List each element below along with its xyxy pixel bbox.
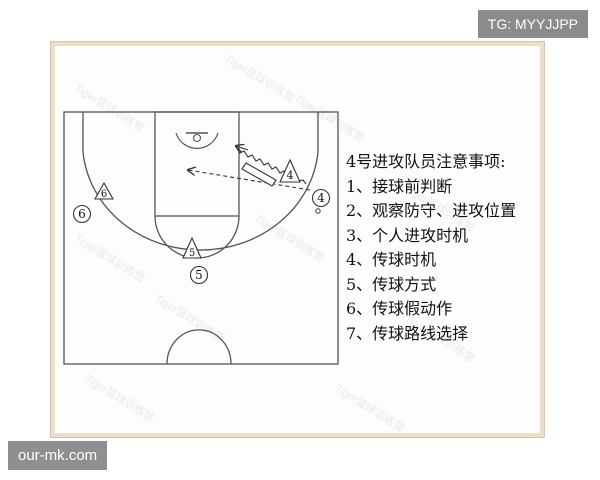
offense-5-label: 5: [195, 268, 203, 282]
note-item: 2、观察防守、进攻位置: [346, 201, 517, 220]
offense-5-marker: [189, 265, 209, 285]
offense-6-marker: [72, 204, 92, 224]
tg-badge: TG: MYYJJPP: [477, 10, 588, 38]
note-item: 3、个人进攻时机: [346, 225, 469, 245]
note-item: 6、传球假动作: [346, 299, 453, 318]
note-item: 1、接球前判断: [346, 176, 453, 196]
defender-4-marker: [279, 158, 301, 183]
offense-6-label: 6: [78, 207, 86, 221]
note-item: 7、传球路线选择: [346, 323, 469, 343]
paint-lane: [154, 111, 240, 217]
defender-4-label: 4: [287, 169, 294, 182]
center-circle: [166, 329, 232, 365]
offense-4-label: 4: [317, 191, 325, 205]
site-label: our-mk.com: [8, 441, 108, 470]
defender-6-marker: [94, 181, 114, 200]
defender-5-marker: [182, 236, 202, 259]
offense-4-marker: [311, 188, 331, 208]
defender-5-label: 5: [189, 248, 195, 259]
dribble-arrow: [236, 146, 249, 150]
three-point-arc: [82, 151, 319, 251]
court-boundary: [63, 111, 339, 365]
diagram-frame: [50, 41, 545, 438]
note-item: 5、传球方式: [346, 274, 437, 294]
restricted-arc: [175, 132, 219, 149]
cut-marker: [241, 162, 277, 187]
rim: [192, 133, 202, 143]
defender-6-label: 6: [101, 189, 107, 200]
notes-panel: 4号进攻队员注意事项: 1、接球前判断 2、观察防守、进攻位置 3、个人进攻时机…: [346, 150, 516, 346]
note-item: 4、传球时机: [346, 250, 437, 269]
ball-icon: [315, 208, 321, 214]
notes-title: 4号进攻队员注意事项:: [346, 152, 506, 171]
